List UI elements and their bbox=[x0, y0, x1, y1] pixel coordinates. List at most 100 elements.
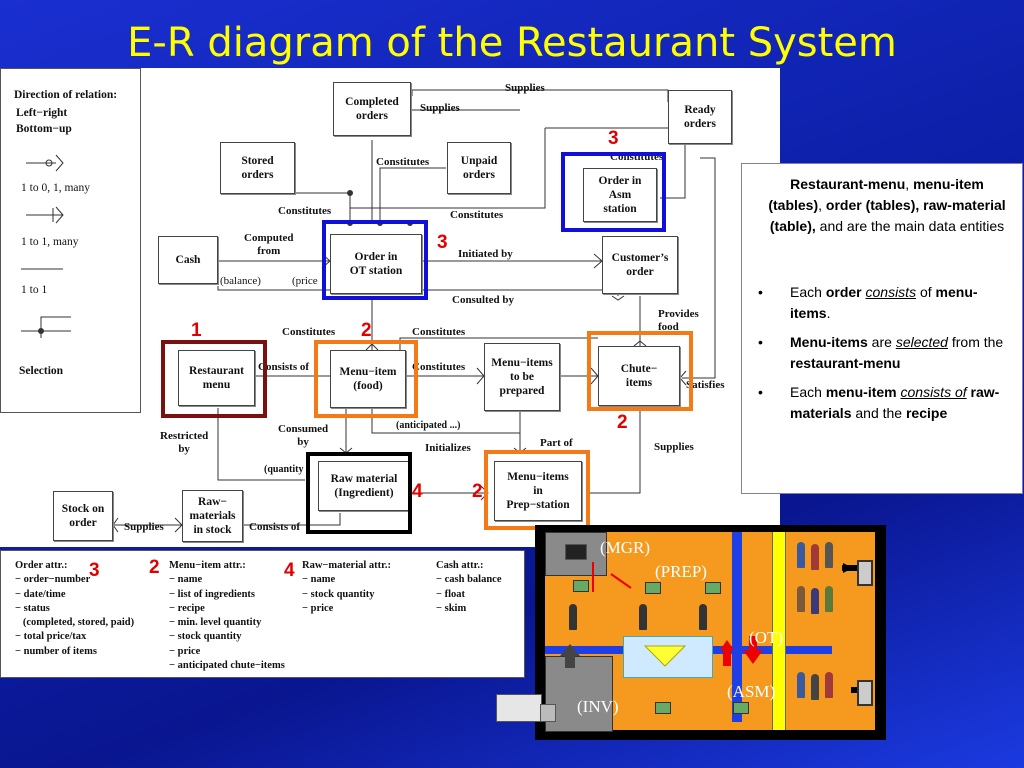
info-bullet-1: Each order consists of menu-items. bbox=[742, 282, 1012, 324]
customer-icon bbox=[811, 674, 819, 700]
entity-order-asm-station: Order in Asm station bbox=[583, 168, 657, 222]
legend-one-to-one-many: 1 to 1, many bbox=[21, 236, 79, 248]
rel-supplies-top: Supplies bbox=[505, 82, 545, 94]
service-counter bbox=[772, 532, 786, 730]
entity-unpaid-orders: Unpaid orders bbox=[447, 142, 511, 194]
info-bullets: Each order consists of menu-items. Menu-… bbox=[742, 282, 1024, 432]
rel-consists-of-2: Consists of bbox=[249, 521, 301, 533]
entity-customers-order: Customer’s order bbox=[602, 236, 678, 294]
grey-up-arrow-icon bbox=[560, 644, 580, 668]
highlight-order-asm bbox=[561, 152, 666, 232]
marker-2-menu-attr: 2 bbox=[149, 557, 160, 578]
rel-provides-food: Provides food bbox=[658, 308, 699, 333]
info-intro: Restaurant-menu, menu-item (tables), ord… bbox=[768, 176, 1006, 234]
highlight-menu-items-prep bbox=[484, 450, 590, 530]
black-arrow-in-stem bbox=[842, 565, 862, 571]
customer-icon bbox=[797, 586, 805, 612]
entity-cash: Cash bbox=[158, 236, 218, 284]
rel-constitutes-7: Constitutes bbox=[412, 361, 466, 373]
entity-menu-items-prep-station: Menu−items in Prep−station bbox=[494, 461, 582, 521]
legend-one-to-one: 1 to 1 bbox=[21, 284, 48, 296]
truck-cab bbox=[540, 704, 556, 722]
rel-constitutes-1: Constitutes bbox=[376, 156, 430, 168]
mgr-desk-icon bbox=[565, 544, 587, 560]
customer-icon bbox=[825, 542, 833, 568]
computer-icon bbox=[733, 702, 749, 714]
entity-raw-materials-in-stock: Raw− materials in stock bbox=[182, 490, 243, 542]
restaurant-floor-plan: (MGR) (PREP) (OT) (ASM) (INV) bbox=[535, 525, 886, 740]
yellow-funnel-icon bbox=[643, 645, 687, 667]
rel-constitutes-3: Constitutes bbox=[278, 205, 332, 217]
legend-heading: Direction of relation: bbox=[14, 89, 118, 101]
marker-3-asm: 3 bbox=[608, 128, 619, 149]
marker-2-chute: 2 bbox=[617, 412, 628, 433]
inventory-room bbox=[545, 656, 613, 732]
entity-stored-orders: Stored orders bbox=[220, 142, 295, 194]
rel-satisfies: Satisfies bbox=[686, 379, 725, 391]
er-diagram: Completed orders Ready orders Stored ord… bbox=[0, 68, 780, 547]
computer-icon bbox=[655, 702, 671, 714]
rel-constitutes-5: Constitutes bbox=[282, 326, 336, 338]
label-prep: (PREP) bbox=[655, 562, 707, 581]
rel-constitutes-4: Constitutes bbox=[450, 209, 504, 221]
customer-icon bbox=[797, 672, 805, 698]
rel-consumed-by: Consumed by bbox=[278, 423, 329, 448]
info-bullet-3: Each menu-item consists of raw-materials… bbox=[742, 382, 1012, 424]
entity-menu-item: Menu−item (food) bbox=[330, 350, 406, 408]
entity-completed-orders: Completed orders bbox=[333, 82, 411, 136]
legend-panel: Direction of relation: Left−right Bottom… bbox=[0, 68, 141, 413]
cook-icon bbox=[639, 604, 647, 630]
marker-2-prep: 2 bbox=[472, 481, 483, 502]
menu-item-attributes: Menu−item attr.:− name − list of ingredi… bbox=[169, 560, 285, 672]
info-panel: Restaurant-menu, menu-item (tables), ord… bbox=[741, 163, 1023, 494]
raw-material-attributes: Raw−material attr.:− name − stock quanti… bbox=[302, 560, 391, 614]
rel-consulted-by: Consulted by bbox=[452, 294, 515, 306]
relationship-lines bbox=[112, 89, 716, 533]
label-inv: (INV) bbox=[577, 697, 619, 716]
customer-icon bbox=[825, 672, 833, 698]
computer-icon bbox=[705, 582, 721, 594]
cash-attributes: Cash attr.:− cash balance − float− skim bbox=[436, 560, 502, 614]
rel-constitutes-6: Constitutes bbox=[412, 326, 466, 338]
highlight-chute-items bbox=[587, 331, 693, 411]
entrance-door-icon bbox=[857, 560, 873, 586]
slide-title: E-R diagram of the Restaurant System bbox=[127, 20, 897, 66]
highlight-restaurant-menu bbox=[161, 340, 267, 418]
rel-initializes: Initializes bbox=[425, 442, 471, 454]
highlight-menu-item bbox=[314, 340, 418, 418]
rel-supplies-3: Supplies bbox=[654, 441, 694, 453]
legend-one-to-zero-one-many: 1 to 0, 1, many bbox=[21, 182, 90, 194]
rel-balance: (balance) bbox=[220, 275, 261, 287]
rel-anticipated: (anticipated ...) bbox=[396, 420, 461, 431]
red-arrow-prep-icon bbox=[610, 573, 632, 589]
label-ot: (OT) bbox=[749, 628, 783, 647]
red-up-arrow-icon bbox=[720, 640, 734, 666]
legend-bottom-up: Bottom−up bbox=[16, 123, 72, 135]
entity-menu-items-to-be-prepared: Menu−items to be prepared bbox=[484, 343, 560, 411]
marker-3-order-attr: 3 bbox=[89, 560, 100, 581]
red-down-arrow-icon bbox=[743, 636, 763, 664]
legend-left-right: Left−right bbox=[16, 107, 68, 119]
rel-initiated-by: Initiated by bbox=[458, 248, 513, 260]
cook-icon bbox=[569, 604, 577, 630]
rel-computed-from: Computed from bbox=[244, 232, 294, 257]
info-bullet-2: Menu-items are selected from the restaur… bbox=[742, 332, 1012, 374]
wall-divider-vertical bbox=[732, 532, 742, 722]
entity-raw-material: Raw material (Ingredient) bbox=[318, 461, 410, 511]
customer-icon bbox=[825, 586, 833, 612]
floor-icons bbox=[560, 562, 870, 695]
attributes-panel: Order attr.:− order−number − date/time− … bbox=[0, 550, 525, 678]
rel-quantity: (quantity bbox=[264, 464, 304, 475]
computer-icon bbox=[573, 580, 589, 592]
order-attributes: Order attr.:− order−number − date/time− … bbox=[15, 560, 135, 657]
rel-consists-of-1: Consists of bbox=[258, 361, 310, 373]
entity-restaurant-menu: Restaurant menu bbox=[178, 350, 255, 406]
rel-part-of: Part of bbox=[540, 437, 573, 449]
marker-4-raw-attr: 4 bbox=[284, 560, 295, 581]
rel-supplies-2: Supplies bbox=[420, 102, 460, 114]
highlight-raw-material bbox=[306, 452, 412, 534]
marker-1-menu: 1 bbox=[191, 320, 202, 341]
exit-door-icon bbox=[857, 680, 873, 706]
label-mgr: (MGR) bbox=[600, 538, 651, 557]
marker-2-menu-item: 2 bbox=[361, 320, 372, 341]
